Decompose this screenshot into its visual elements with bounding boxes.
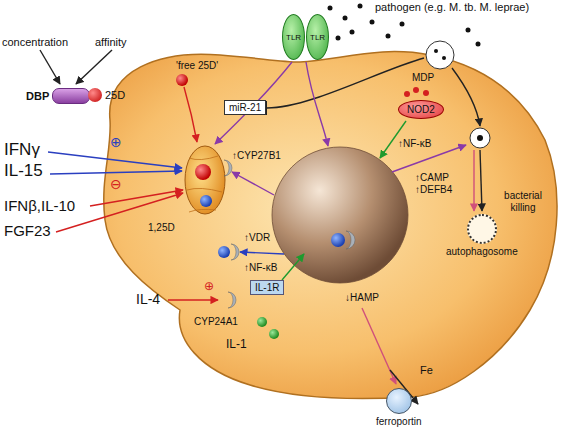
nucleus bbox=[272, 147, 408, 283]
node-text: TLR bbox=[310, 33, 325, 42]
enzyme-label: CYP24A1 bbox=[194, 316, 238, 328]
tlr-receptor: TLR bbox=[282, 14, 305, 60]
vdr-ball bbox=[218, 246, 230, 258]
node-text: NOD2 bbox=[407, 104, 435, 115]
receptor-label: ↑VDR bbox=[244, 232, 270, 244]
nfkb-arrow bbox=[282, 254, 304, 280]
signal-arrow bbox=[306, 62, 328, 146]
cyp27b1-crescent bbox=[224, 160, 232, 176]
process-label: bacterial killing bbox=[500, 190, 546, 213]
inhibition-sign: ⊖ bbox=[110, 176, 122, 192]
hamp-arrow bbox=[362, 308, 396, 384]
receptor-crescent bbox=[346, 231, 355, 249]
autophagy-arrow bbox=[480, 150, 482, 211]
channel-circle bbox=[386, 388, 412, 414]
cytokine-label: IFNγ bbox=[4, 140, 40, 160]
125d-ball bbox=[200, 195, 212, 207]
autophagosome-vesicle: autophagosome bbox=[446, 214, 518, 257]
uptake-arrow bbox=[184, 87, 197, 142]
stimulation-arrow bbox=[50, 171, 182, 174]
25d-ball bbox=[88, 88, 102, 102]
ferroportin-channel: ferroportin bbox=[376, 388, 422, 427]
cytokine-label: IFNβ,IL-10 bbox=[4, 197, 75, 214]
cytokine-label: IL-4 bbox=[136, 291, 160, 307]
vdr-ligand-ball bbox=[331, 233, 345, 247]
metabolite-label: 'free 25D' bbox=[176, 60, 218, 72]
vdr-crescent bbox=[231, 244, 239, 260]
free-25d-ball bbox=[176, 74, 188, 86]
inhibitor-line bbox=[267, 58, 424, 108]
25d-metabolite: 25D bbox=[88, 88, 125, 102]
25d-ball bbox=[195, 164, 211, 180]
phagocytosis-arrow bbox=[452, 68, 480, 126]
gene-label: ↑DEFB4 bbox=[415, 184, 452, 196]
cyp24a1-crescent bbox=[228, 292, 236, 308]
dbp-protein: DBP bbox=[26, 88, 90, 104]
ligand-label: MDP bbox=[412, 72, 434, 84]
pathogen-content bbox=[434, 49, 446, 60]
ion-label: Fe bbox=[420, 364, 433, 377]
autophagosome-circle bbox=[467, 214, 497, 244]
gene-label: ↑CAMP bbox=[415, 172, 449, 184]
input-arrow bbox=[76, 50, 112, 84]
signal-arrow bbox=[215, 62, 292, 144]
mitochondrion bbox=[185, 146, 225, 214]
metabolite-label: 1,25D bbox=[148, 222, 175, 234]
stimulation-sign: ⊕ bbox=[110, 134, 122, 150]
phagosome-bacterium bbox=[477, 135, 483, 141]
node-text: DBP bbox=[26, 90, 49, 102]
phagosome bbox=[470, 128, 490, 148]
peptide-arrow bbox=[392, 145, 466, 172]
pathogen-label: pathogen (e.g. M. tb. M. leprae) bbox=[375, 1, 529, 14]
autophagy-arrow bbox=[473, 150, 474, 211]
dbp-pill bbox=[52, 88, 90, 104]
gene-label: ↓HAMP bbox=[345, 292, 379, 304]
node-text: autophagosome bbox=[446, 246, 518, 257]
il1-ball bbox=[257, 317, 267, 327]
mito-cristae bbox=[187, 156, 222, 212]
input-label: affinity bbox=[95, 36, 127, 49]
enzyme-label: ↑CYP27B1 bbox=[232, 150, 281, 162]
mdp-dots bbox=[404, 87, 429, 97]
cell-body bbox=[104, 52, 557, 399]
tlr-receptor: TLR bbox=[306, 14, 329, 60]
induction-arrow bbox=[240, 252, 284, 254]
il1-receptor: IL-1R bbox=[250, 280, 284, 295]
node-text: TLR bbox=[286, 33, 301, 42]
node-text: IL-1R bbox=[255, 282, 279, 293]
input-arrow bbox=[40, 50, 60, 84]
pathway-label: ↑NF-κB bbox=[398, 138, 431, 150]
mirna-box: miR-21 bbox=[224, 100, 266, 115]
il4-arrow bbox=[168, 299, 218, 300]
stimulation-sign: ⊕ bbox=[204, 280, 214, 294]
nod2-receptor: NOD2 bbox=[398, 100, 444, 119]
induction-arrow bbox=[232, 172, 274, 195]
cytokine-label: IL-15 bbox=[4, 161, 43, 181]
stimulation-arrow bbox=[48, 152, 182, 168]
hormone-label: FGF23 bbox=[4, 222, 51, 239]
node-text: miR-21 bbox=[229, 102, 261, 113]
node-text: 25D bbox=[105, 89, 125, 101]
node-text: ferroportin bbox=[376, 416, 422, 427]
il1-ball bbox=[269, 329, 279, 339]
cytokine-label: IL-1 bbox=[226, 338, 247, 352]
input-label: concentration bbox=[2, 36, 68, 49]
pathogen bbox=[426, 41, 454, 69]
pathway-label: ↑NF-κB bbox=[244, 262, 277, 274]
